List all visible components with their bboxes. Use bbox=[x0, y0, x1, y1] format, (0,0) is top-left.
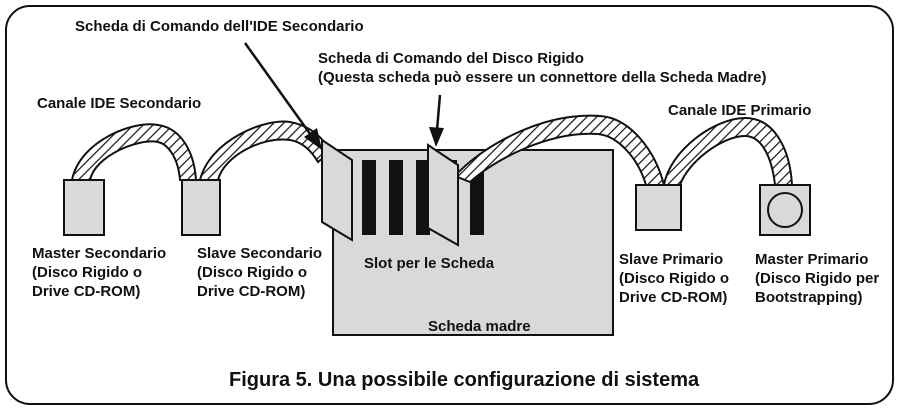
expansion-slot bbox=[362, 160, 376, 235]
ribbon-cable-secondary-master bbox=[70, 123, 198, 181]
expansion-slot bbox=[389, 160, 403, 235]
disk-icon bbox=[767, 192, 803, 228]
figure-caption: Figura 5. Una possibile configurazione d… bbox=[229, 369, 700, 391]
secondary-slave-label: Slave Secondario (Disco Rigido o Drive C… bbox=[197, 245, 323, 300]
ribbon-cable-primary-master bbox=[662, 116, 794, 186]
secondary-ide-controller-card bbox=[321, 138, 353, 242]
secondary-slave-drive bbox=[181, 179, 221, 236]
arrowhead-hdd-control-card bbox=[429, 127, 444, 147]
primary-slave-label: Slave Primario (Disco Rigido o Drive CD-… bbox=[619, 251, 729, 306]
arrow-secondary-ide-card bbox=[243, 42, 315, 139]
hdd-control-card-label: Scheda di Comando del Disco Rigido (Ques… bbox=[318, 50, 767, 86]
arrow-hdd-control-card bbox=[435, 94, 442, 131]
secondary-channel-label: Canale IDE Secondario bbox=[37, 95, 202, 112]
figure-border bbox=[5, 5, 894, 405]
arrowhead-secondary-ide-card bbox=[304, 128, 322, 150]
ribbon-cable-secondary-slave bbox=[198, 120, 332, 181]
primary-channel-label: Canale IDE Primario bbox=[668, 102, 812, 119]
secondary-master-drive bbox=[63, 179, 105, 236]
slots-label: Slot per le Scheda bbox=[364, 255, 495, 272]
secondary-ide-card-label: Scheda di Comando dell'IDE Secondario bbox=[75, 18, 364, 35]
hdd-controller-card bbox=[427, 143, 459, 247]
secondary-master-label: Master Secondario (Disco Rigido o Drive … bbox=[32, 245, 167, 300]
primary-slave-drive bbox=[635, 184, 682, 231]
primary-master-label: Master Primario (Disco Rigido per Bootst… bbox=[755, 251, 880, 306]
motherboard-label: Scheda madre bbox=[428, 318, 531, 335]
expansion-slot bbox=[416, 160, 430, 235]
